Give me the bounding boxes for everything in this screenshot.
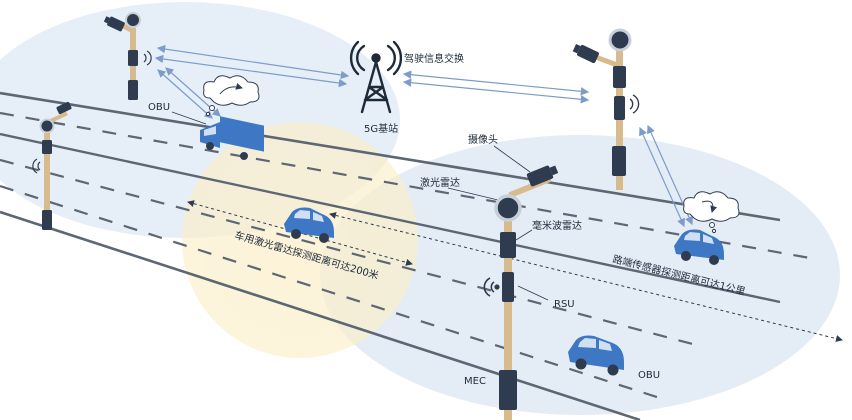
signal-wave-icon [143,50,152,66]
lidar-icon [608,28,632,52]
camera-leader [493,145,531,173]
pole [44,126,50,230]
link-arrow-right-pole-bottom [402,78,590,104]
server-icon [42,210,52,230]
roadside-pole-top-left [103,12,152,100]
camera-icon [526,165,559,187]
rsu-leader [517,285,549,301]
obu-left-label: OBU [148,102,170,113]
roadside-pole-top-right [572,28,640,190]
car-icon-right [674,229,724,265]
coverage-zone-vehicle-lidar [182,122,418,358]
lidar-icon [494,194,522,222]
base-station-label: 5G基站 [364,122,398,135]
mmwave-radar-label: 毫米波雷达 [532,219,582,232]
device-box [613,66,626,88]
camera-icon [56,101,72,115]
signal-wave-icon [483,277,500,297]
info-exchange-label: 驾驶信息交换 [404,52,464,65]
road-edge-bottom [0,210,641,420]
device-box [42,140,52,154]
lidar-label: 激光雷达 [420,176,460,189]
car-icon [284,207,334,243]
server-icon [128,80,138,100]
thought-cloud-icon-right [683,191,740,234]
signal-wave-icon [629,94,640,114]
lidar-leader [447,187,499,201]
link-arrow-right-pole-top [402,70,590,96]
camera-icon [572,44,599,64]
mmwave-radar-box [500,232,516,258]
lidar-icon [39,118,55,134]
obu-left-leader [171,111,207,125]
roadside-pole-center [483,165,559,420]
server-icon [612,146,626,176]
link-arrows [154,44,693,228]
rsu-box [502,272,514,302]
link-arrow-left-pole-bottom [154,54,348,88]
roadside-sensor-range-arrow [329,212,843,342]
device-box-small [614,96,625,120]
camera-icon [103,16,125,32]
roadside-pole-mid-left [32,101,72,230]
mec-label: MEC [464,376,486,387]
callout-leaders [171,111,549,301]
pole [504,208,512,420]
server-icon [499,370,517,410]
obu-bottom-label: OBU [638,370,660,381]
signal-wave-icon [32,158,41,174]
truck-icon [200,116,264,160]
lidar-icon [125,12,141,28]
cell-tower-icon [349,40,403,114]
car-icon-bottom [568,335,624,376]
device-box [128,50,138,66]
thought-cloud-icon [203,75,260,117]
camera-label: 摄像头 [468,133,498,146]
rsu-label: RSU [554,299,575,310]
mmwave-leader [515,229,533,241]
